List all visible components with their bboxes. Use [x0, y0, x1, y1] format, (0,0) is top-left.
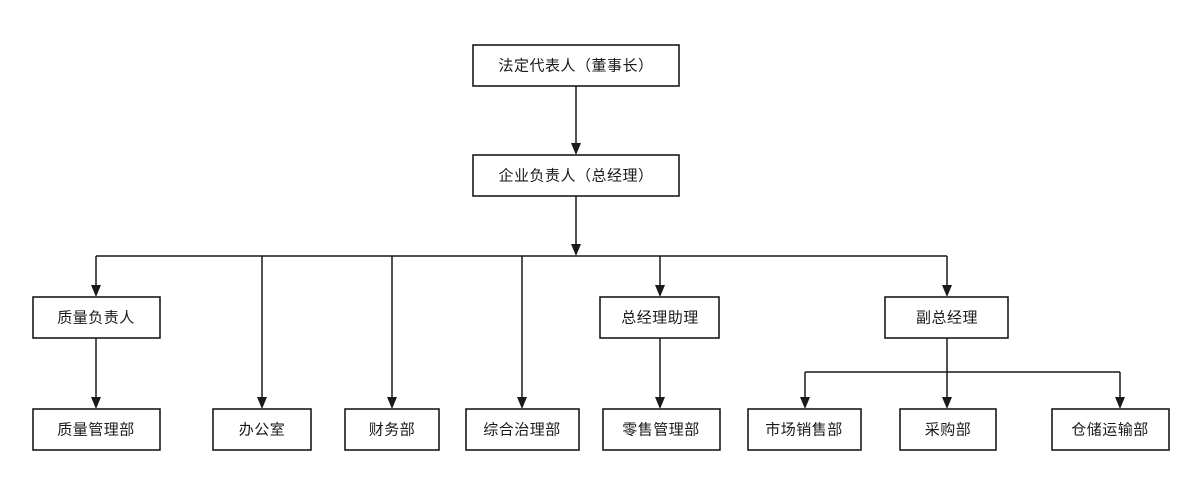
node-general-manager[interactable]: 企业负责人（总经理） — [472, 154, 680, 197]
arrowhead-warehouse-dept — [1115, 397, 1125, 409]
node-procurement-dept[interactable]: 采购部 — [899, 408, 997, 451]
node-marketing-sales-dept[interactable]: 市场销售部 — [747, 408, 862, 451]
node-retail-management-dept[interactable]: 零售管理部 — [602, 408, 721, 451]
arrowhead-governance — [517, 397, 527, 409]
node-label-general-manager: 企业负责人（总经理） — [498, 166, 653, 184]
node-box-general-manager[interactable] — [472, 154, 680, 197]
node-gm-assistant[interactable]: 总经理助理 — [599, 296, 720, 339]
node-box-finance-dept[interactable] — [344, 408, 440, 451]
node-label-legal-representative: 法定代表人（董事长） — [498, 57, 653, 74]
node-label-finance-dept: 财务部 — [369, 421, 416, 438]
node-box-procurement-dept[interactable] — [899, 408, 997, 451]
node-label-deputy-gm: 副总经理 — [916, 309, 978, 326]
node-office-dept[interactable]: 办公室 — [212, 408, 312, 451]
node-layer: 法定代表人（董事长） 企业负责人（总经理） 质量负责人 总经理助理 副总经理 质 — [32, 44, 1170, 451]
node-box-marketing-sales-dept[interactable] — [747, 408, 862, 451]
node-legal-representative[interactable]: 法定代表人（董事长） — [472, 44, 680, 87]
node-box-retail-management-dept[interactable] — [602, 408, 721, 451]
arrowhead-quality-director — [91, 285, 101, 297]
node-label-retail-management-dept: 零售管理部 — [622, 421, 700, 438]
node-label-marketing-sales-dept: 市场销售部 — [765, 421, 843, 438]
arrowhead-procurement-dept — [942, 397, 952, 409]
node-label-quality-director: 质量负责人 — [57, 309, 135, 326]
arrowhead-marketing-dept — [800, 397, 810, 409]
arrowhead-finance — [387, 397, 397, 409]
node-box-gm-assistant[interactable] — [599, 296, 720, 339]
node-box-deputy-gm[interactable] — [884, 296, 1009, 339]
arrowhead-gm-assistant — [655, 285, 665, 297]
connector-layer — [91, 86, 1125, 409]
node-quality-management-dept[interactable]: 质量管理部 — [32, 408, 161, 451]
node-label-gm-assistant: 总经理助理 — [621, 309, 699, 326]
node-label-procurement-dept: 采购部 — [925, 421, 972, 438]
node-quality-director[interactable]: 质量负责人 — [32, 296, 161, 339]
arrowhead-retail-dept — [655, 397, 665, 409]
node-deputy-gm[interactable]: 副总经理 — [884, 296, 1009, 339]
node-box-office-dept[interactable] — [212, 408, 312, 451]
node-comprehensive-governance-dept[interactable]: 综合治理部 — [465, 408, 580, 451]
arrowhead-office — [257, 397, 267, 409]
node-box-quality-management-dept[interactable] — [32, 408, 161, 451]
node-box-legal-representative[interactable] — [472, 44, 680, 87]
node-box-warehouse-transport-dept[interactable] — [1051, 408, 1170, 451]
node-box-quality-director[interactable] — [32, 296, 161, 339]
arrowhead-gm — [571, 143, 581, 155]
arrowhead-deputy-gm — [942, 285, 952, 297]
arrowhead-gm-bus — [571, 244, 581, 256]
node-finance-dept[interactable]: 财务部 — [344, 408, 440, 451]
node-warehouse-transport-dept[interactable]: 仓储运输部 — [1051, 408, 1170, 451]
arrowhead-quality-dept — [91, 397, 101, 409]
node-label-office-dept: 办公室 — [239, 421, 286, 438]
node-label-warehouse-transport-dept: 仓储运输部 — [1071, 421, 1149, 438]
node-box-comprehensive-governance-dept[interactable] — [465, 408, 580, 451]
node-label-comprehensive-governance-dept: 综合治理部 — [483, 421, 561, 438]
node-label-quality-management-dept: 质量管理部 — [57, 421, 135, 438]
